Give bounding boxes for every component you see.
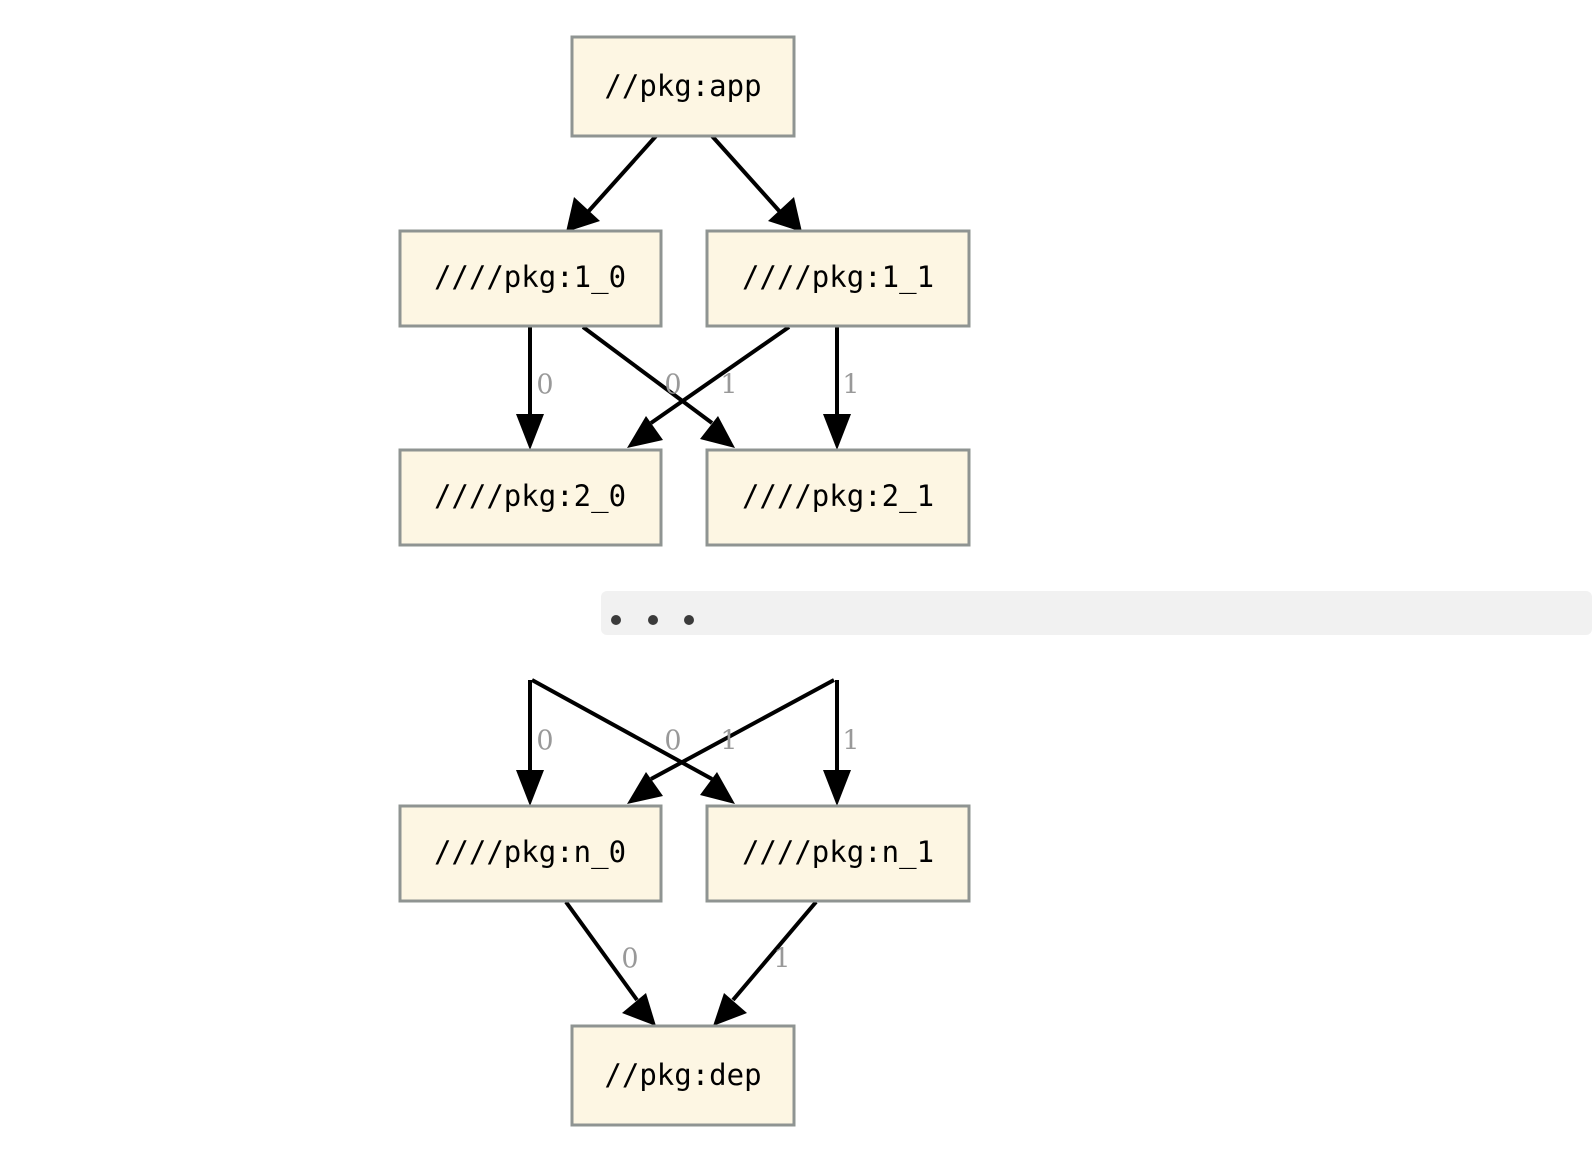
- node-pkg-1_1[interactable]: ////pkg:1_1: [705, 229, 971, 328]
- arrowhead-icon: [713, 993, 747, 1026]
- edge-line: [649, 325, 791, 425]
- node-label: ////pkg:1_0: [434, 260, 626, 295]
- node-label: ////pkg:n_1: [742, 835, 934, 870]
- edge-hidden-to-n_1-vertical: 1: [823, 680, 860, 806]
- node-label: ////pkg:2_0: [434, 479, 626, 514]
- edge-hidden-to-n_0-cross: 1: [627, 678, 835, 804]
- edge-1_0-to-2_0: 0: [516, 327, 554, 450]
- ellipsis-dot-3: [684, 615, 694, 625]
- edge-label: 0: [664, 370, 681, 401]
- node-pkg-n_0[interactable]: ////pkg:n_0: [398, 804, 663, 903]
- arrowhead-icon: [700, 772, 735, 804]
- edge-1_1-to-2_1: 1: [823, 327, 860, 450]
- ellipsis-band: [601, 591, 1592, 635]
- edge-app-to-1_1: [710, 134, 802, 232]
- node-box[interactable]: [398, 804, 663, 903]
- node-label: ////pkg:n_0: [434, 835, 626, 870]
- arrowhead-icon: [566, 197, 600, 232]
- edge-app-to-1_0: [566, 134, 658, 232]
- node-box[interactable]: [398, 229, 663, 328]
- arrowhead-icon: [823, 770, 851, 806]
- node-label: //pkg:app: [604, 69, 761, 103]
- node-box[interactable]: [705, 804, 971, 903]
- edge-1_0-to-2_1: 0: [581, 325, 735, 448]
- edge-label: 0: [536, 726, 553, 757]
- edge-label: 1: [842, 726, 859, 757]
- arrowhead-icon: [622, 993, 656, 1026]
- arrowhead-icon: [700, 416, 735, 448]
- arrowhead-icon: [823, 414, 851, 450]
- arrowhead-icon: [768, 197, 802, 232]
- node-box[interactable]: [705, 448, 971, 547]
- node-box[interactable]: [570, 35, 796, 138]
- node-label: ////pkg:1_1: [742, 260, 934, 295]
- node-box[interactable]: [398, 448, 663, 547]
- edge-1_1-to-2_0: 1: [627, 325, 791, 448]
- edge-line: [710, 134, 783, 215]
- edge-line: [585, 134, 658, 215]
- node-pkg-1_0[interactable]: ////pkg:1_0: [398, 229, 663, 328]
- edge-hidden-to-n_0-vertical: 0: [516, 680, 554, 806]
- edge-n_0-to-dep: 0: [564, 900, 656, 1026]
- edge-label: 0: [664, 726, 681, 757]
- edge-line: [650, 678, 835, 781]
- node-box[interactable]: [705, 229, 971, 328]
- node-pkg-2_0[interactable]: ////pkg:2_0: [398, 448, 663, 547]
- ellipsis-dot-2: [648, 615, 658, 625]
- node-pkg-dep[interactable]: //pkg:dep: [570, 1024, 796, 1127]
- edge-line: [731, 900, 818, 1002]
- ellipsis-separator: [601, 591, 1592, 635]
- edge-hidden-to-n_1-cross: 0: [531, 678, 735, 804]
- edge-label: 1: [773, 944, 790, 975]
- edge-label: 0: [536, 370, 553, 401]
- edge-n_1-to-dep: 1: [713, 900, 818, 1026]
- edge-label: 1: [720, 370, 737, 401]
- ellipsis-dot-1: [611, 615, 621, 625]
- edge-label: 1: [842, 370, 859, 401]
- edge-label: 1: [720, 726, 737, 757]
- node-label: ////pkg:2_1: [742, 479, 934, 514]
- edge-label: 0: [621, 944, 638, 975]
- node-pkg-app[interactable]: //pkg:app: [570, 35, 796, 138]
- node-pkg-n_1[interactable]: ////pkg:n_1: [705, 804, 971, 903]
- edge-line: [564, 900, 639, 1002]
- node-label: //pkg:dep: [604, 1058, 761, 1092]
- arrowhead-icon: [516, 414, 544, 450]
- arrowhead-icon: [516, 770, 544, 806]
- edge-line: [581, 325, 714, 425]
- node-pkg-2_1[interactable]: ////pkg:2_1: [705, 448, 971, 547]
- arrowhead-icon: [627, 416, 663, 448]
- edge-line: [531, 678, 713, 781]
- arrowhead-icon: [627, 772, 663, 804]
- node-box[interactable]: [570, 1024, 796, 1127]
